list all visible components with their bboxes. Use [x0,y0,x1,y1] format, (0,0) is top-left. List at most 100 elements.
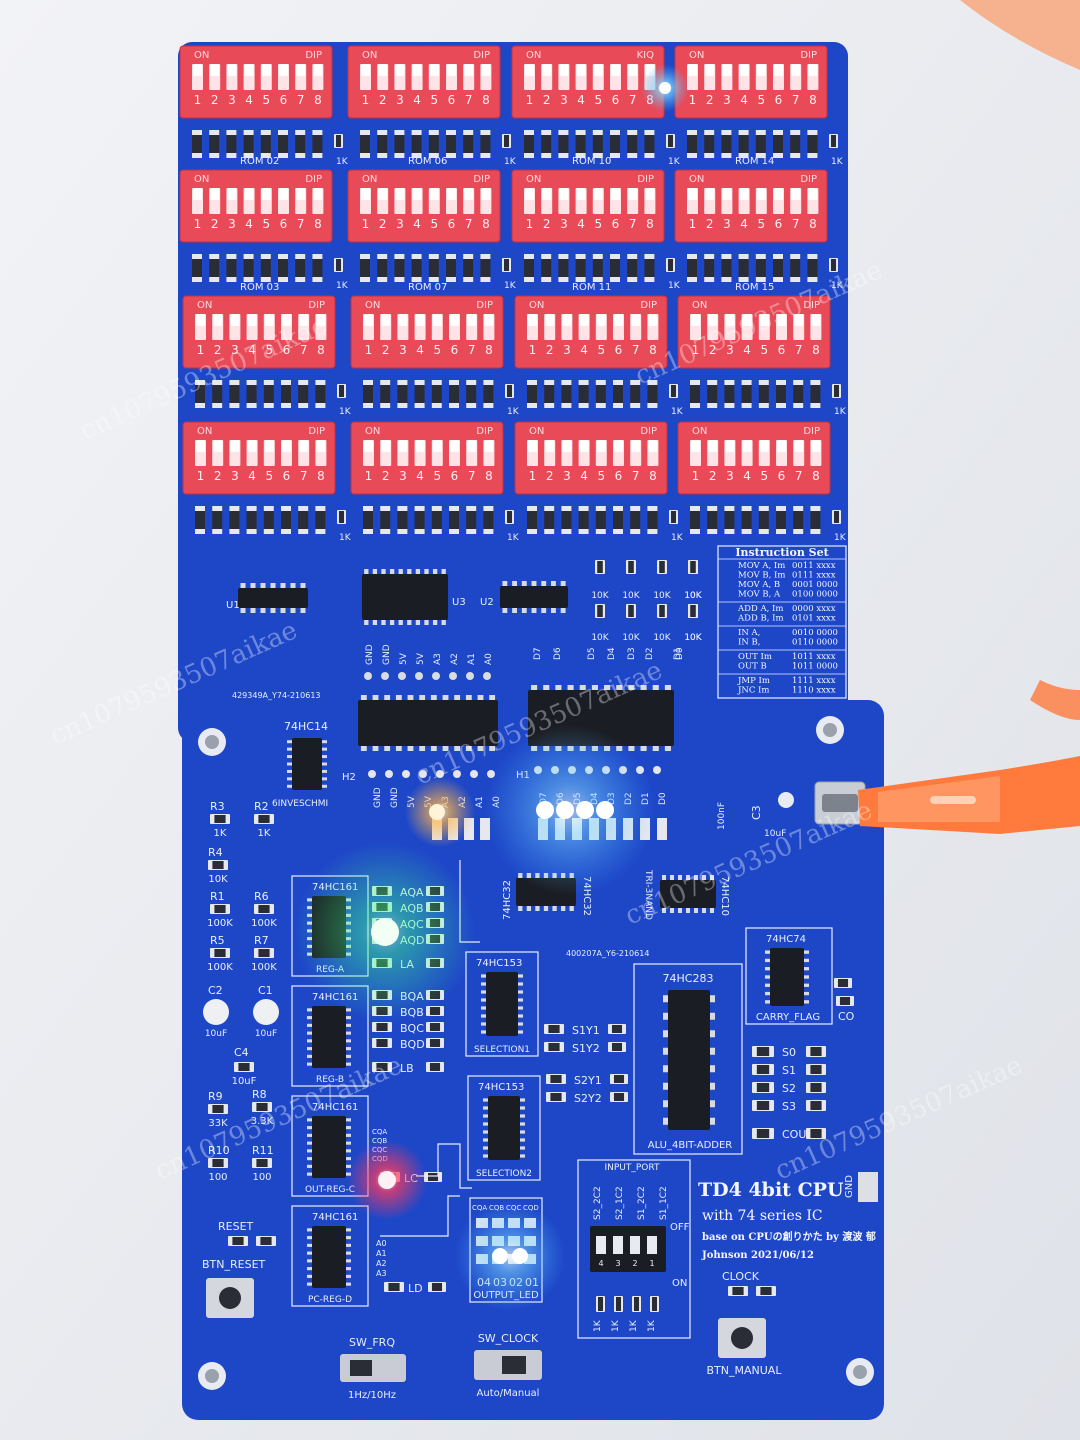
dip-toggle-lever[interactable] [528,314,537,326]
dip-toggle-lever[interactable] [313,188,323,200]
dip-toggle-lever[interactable] [279,64,288,76]
dip-toggle-lever[interactable] [481,188,491,200]
dip-toggle-lever[interactable] [299,440,309,452]
dip-toggle-lever[interactable] [429,188,439,200]
dip-toggle-lever[interactable] [562,440,572,452]
input-dip-toggle[interactable] [630,1236,640,1254]
dip-toggle-lever[interactable] [648,440,658,452]
frequency-switch-slider[interactable] [350,1360,372,1376]
dip-toggle-lever[interactable] [777,314,786,326]
frequency-switch[interactable] [340,1354,406,1382]
dip-toggle-lever[interactable] [316,440,326,452]
dip-toggle-lever[interactable] [464,188,474,200]
dip-toggle-lever[interactable] [261,188,271,200]
dip-toggle-lever[interactable] [381,314,391,326]
dip-toggle-lever[interactable] [722,64,732,76]
dip-toggle-lever[interactable] [811,440,821,452]
input-dip-toggle[interactable] [613,1236,623,1254]
dip-toggle-lever[interactable] [774,64,783,76]
dip-toggle-lever[interactable] [230,440,240,452]
dip-toggle-lever[interactable] [691,314,700,326]
input-dip-toggle[interactable] [647,1236,657,1254]
input-dip-toggle[interactable] [596,1236,606,1254]
dip-toggle-lever[interactable] [196,440,205,452]
dip-toggle-lever[interactable] [808,64,818,76]
dip-toggle-lever[interactable] [213,314,223,326]
dip-toggle-lever[interactable] [264,440,274,452]
dip-toggle-lever[interactable] [759,440,769,452]
dip-toggle-lever[interactable] [450,314,459,326]
dip-toggle-lever[interactable] [559,64,569,76]
dip-toggle-lever[interactable] [282,314,291,326]
dip-toggle-lever[interactable] [429,64,439,76]
dip-toggle-lever[interactable] [756,188,766,200]
dip-toggle-lever[interactable] [562,314,572,326]
dip-toggle-lever[interactable] [576,188,586,200]
dip-toggle-lever[interactable] [432,440,442,452]
dip-toggle-lever[interactable] [316,314,326,326]
reset-button-cap[interactable] [219,1287,241,1309]
dip-toggle-lever[interactable] [244,188,254,200]
dip-toggle-lever[interactable] [467,440,477,452]
dip-toggle-lever[interactable] [688,188,697,200]
dip-toggle-lever[interactable] [648,314,658,326]
dip-toggle-lever[interactable] [593,188,603,200]
dip-toggle-lever[interactable] [213,440,223,452]
dip-toggle-lever[interactable] [395,188,405,200]
dip-toggle-lever[interactable] [545,314,555,326]
dip-toggle-lever[interactable] [774,188,783,200]
dip-toggle-lever[interactable] [811,314,821,326]
dip-toggle-lever[interactable] [614,440,623,452]
dip-toggle-lever[interactable] [364,440,373,452]
dip-toggle-lever[interactable] [742,440,752,452]
dip-toggle-lever[interactable] [481,64,491,76]
dip-toggle-lever[interactable] [614,314,623,326]
dip-toggle-lever[interactable] [467,314,477,326]
dip-toggle-lever[interactable] [282,440,291,452]
dip-toggle-lever[interactable] [464,64,474,76]
clock-mode-switch-slider[interactable] [502,1356,526,1374]
dip-toggle-lever[interactable] [378,64,388,76]
dip-toggle-lever[interactable] [593,64,603,76]
dip-toggle-lever[interactable] [313,64,323,76]
dip-toggle-lever[interactable] [545,440,555,452]
dip-toggle-lever[interactable] [398,440,408,452]
dip-toggle-lever[interactable] [378,188,388,200]
dip-toggle-lever[interactable] [725,440,735,452]
dip-toggle-lever[interactable] [264,314,274,326]
dip-toggle-lever[interactable] [791,188,801,200]
dip-toggle-lever[interactable] [576,64,586,76]
dip-toggle-lever[interactable] [596,440,606,452]
dip-toggle-lever[interactable] [296,64,306,76]
dip-toggle-lever[interactable] [705,188,715,200]
dip-toggle-lever[interactable] [415,314,425,326]
dip-toggle-lever[interactable] [230,314,240,326]
dip-toggle-lever[interactable] [705,64,715,76]
dip-toggle-lever[interactable] [193,188,202,200]
dip-toggle-lever[interactable] [794,440,804,452]
dip-toggle-lever[interactable] [525,64,534,76]
dip-toggle-lever[interactable] [794,314,804,326]
dip-toggle-lever[interactable] [412,64,422,76]
dip-toggle-lever[interactable] [528,440,537,452]
dip-toggle-lever[interactable] [247,314,257,326]
dip-toggle-lever[interactable] [227,188,237,200]
dip-toggle-lever[interactable] [484,440,494,452]
dip-toggle-lever[interactable] [739,64,749,76]
dip-toggle-lever[interactable] [227,64,237,76]
dip-toggle-lever[interactable] [808,188,818,200]
dip-toggle-lever[interactable] [447,64,456,76]
dip-toggle-lever[interactable] [450,440,459,452]
dip-toggle-lever[interactable] [210,188,220,200]
dip-toggle-lever[interactable] [688,64,697,76]
dip-toggle-lever[interactable] [777,440,786,452]
dip-toggle-lever[interactable] [193,64,202,76]
dip-toggle-lever[interactable] [261,64,271,76]
dip-toggle-lever[interactable] [628,188,638,200]
dip-toggle-lever[interactable] [742,314,752,326]
dip-toggle-lever[interactable] [579,440,589,452]
dip-toggle-lever[interactable] [247,440,257,452]
dip-toggle-lever[interactable] [196,314,205,326]
dip-toggle-lever[interactable] [691,440,700,452]
dip-toggle-lever[interactable] [596,314,606,326]
